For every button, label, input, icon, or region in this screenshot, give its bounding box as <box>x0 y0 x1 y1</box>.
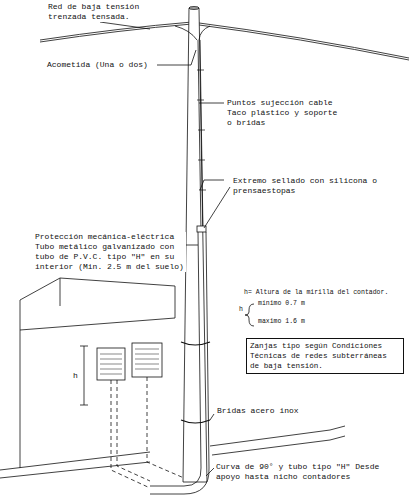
height-symbol: h <box>72 371 79 381</box>
height-note: h= Altura de la mirilla del contador. <box>243 289 389 298</box>
bridas-label: Bridas acero inox <box>216 406 300 416</box>
note-text: Zanjas tipo según Condiciones Técnicas d… <box>250 341 400 371</box>
min-height: mínimo 0.7 m <box>257 300 306 309</box>
protection-tube-label: Protección mecánica-eléctrica Tubo metál… <box>34 232 186 272</box>
fixing-points-label: Puntos sujección cable Taco plástico y s… <box>226 98 348 128</box>
service-cable-label: Acometida (Una o dos) <box>46 60 149 70</box>
height-symbol: h <box>238 306 244 315</box>
sealed-end-label: Extremo sellado con silicona o prensaest… <box>232 176 384 196</box>
curve-label: Curva de 90° y tubo tipo "H" Desde apoyo… <box>215 462 392 482</box>
max-height: maximo 1.6 m <box>257 318 306 327</box>
network-cable-label: Red de baja tensión trenzada tensada. <box>47 2 151 22</box>
note-box: Zanjas tipo según Condiciones Técnicas d… <box>246 338 404 374</box>
